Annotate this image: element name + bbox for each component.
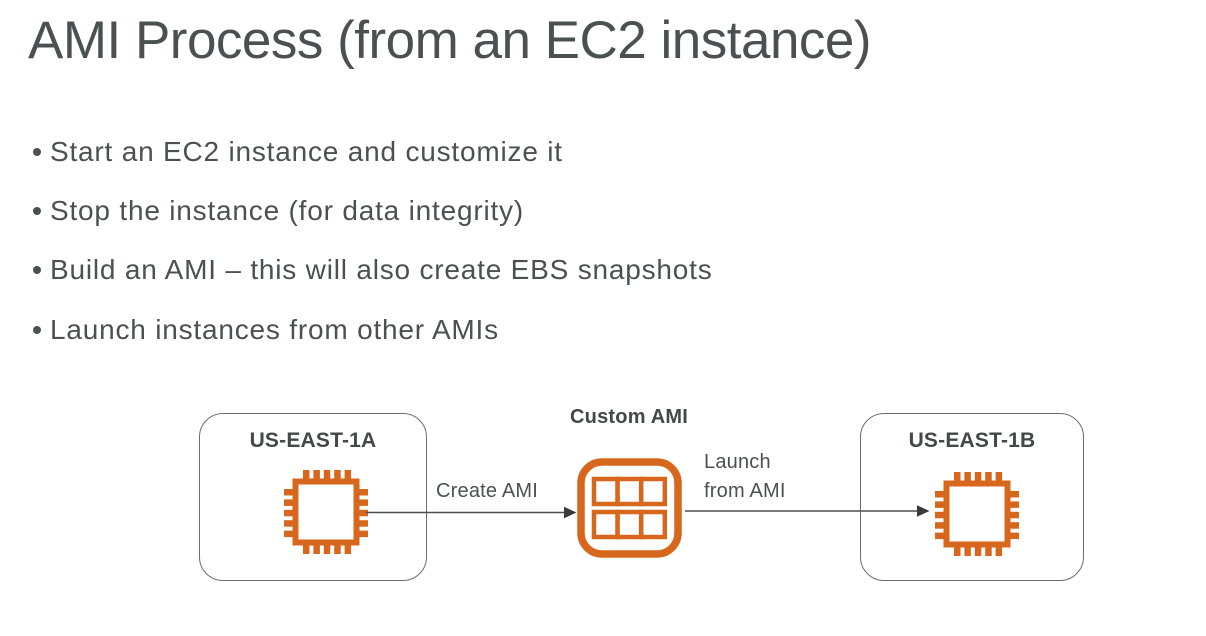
bullet-text: Launch instances from other AMIs [50,313,499,345]
az-box-us-east-1b: US-EAST-1B [860,413,1084,581]
bullet-item: Stop the instance (for data integrity) [33,181,713,240]
ec2-instance-icon [284,470,368,554]
bullet-item: Launch instances from other AMIs [33,300,713,359]
page-title: AMI Process (from an EC2 instance) [28,11,872,70]
bullet-dot-icon [33,266,41,275]
bullet-text: Stop the instance (for data integrity) [50,194,524,226]
custom-ami-label: Custom AMI [570,406,688,428]
bullet-text: Start an EC2 instance and customize it [50,135,563,167]
az-box-us-east-1a: US-EAST-1A [199,413,427,581]
create-ami-arrow-label: Create AMI [436,480,539,502]
bullet-text: Build an AMI – this will also create EBS… [50,254,713,286]
bullet-dot-icon [33,147,41,156]
bullet-list: Start an EC2 instance and customize it S… [33,122,713,359]
launch-from-ami-arrow-label: Launch from AMI [704,451,786,502]
bullet-item: Build an AMI – this will also create EBS… [33,241,713,300]
bullet-dot-icon [33,325,41,334]
bullet-item: Start an EC2 instance and customize it [33,122,713,181]
ami-icon [577,458,682,558]
ec2-instance-icon [935,472,1019,556]
bullet-dot-icon [33,206,41,215]
az-label: US-EAST-1B [908,429,1036,452]
az-label: US-EAST-1A [249,429,377,452]
